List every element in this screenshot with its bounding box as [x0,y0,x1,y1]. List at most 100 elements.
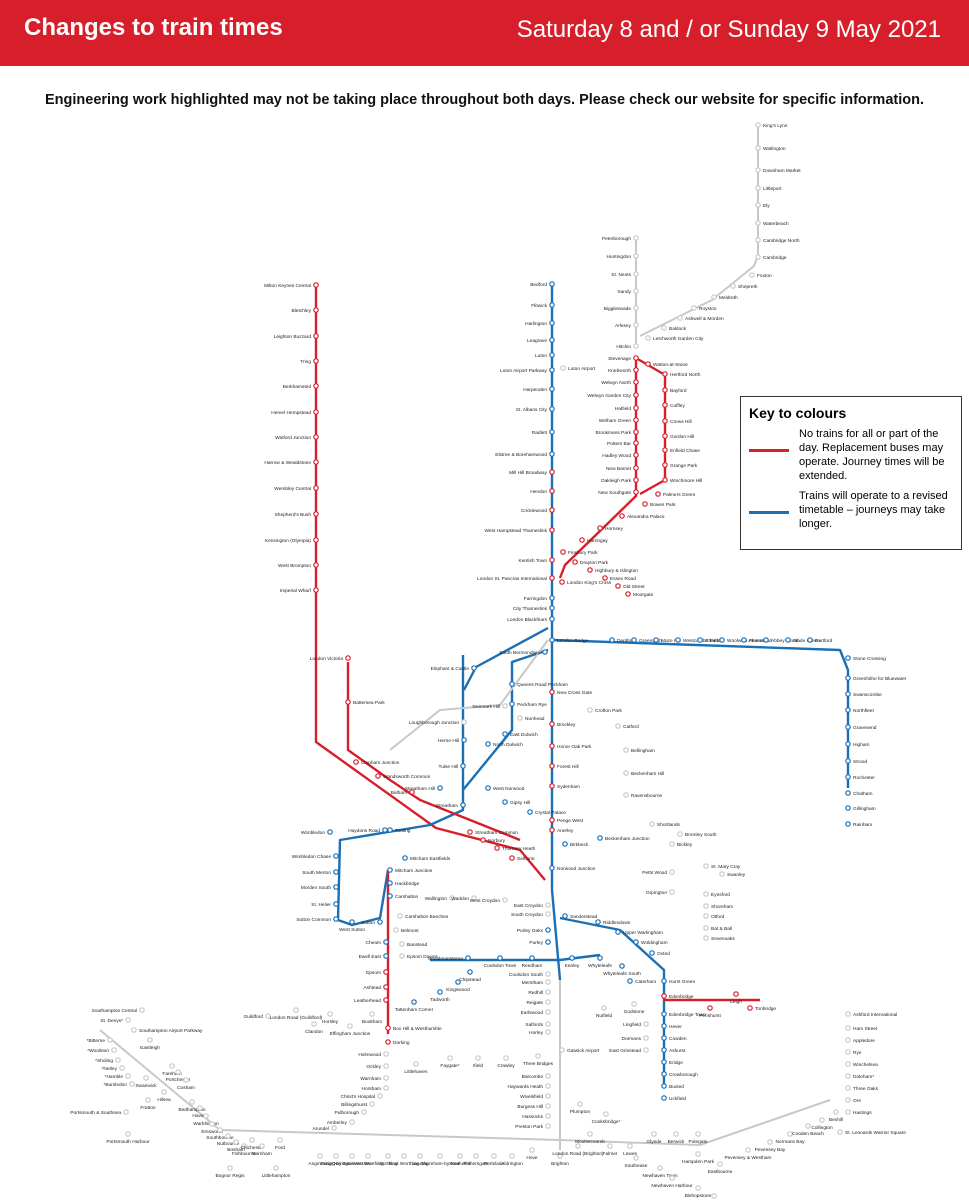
station-label: Waddon [451,896,469,902]
station-marker [755,145,761,151]
station-marker [375,773,381,779]
station-label: Glynde [646,1139,662,1145]
station-label: Gatwick Airport [567,1048,600,1054]
station-label: West Sutton [339,927,365,933]
station-label: Biggleswade [604,306,632,312]
station-label: Aldrington [501,1161,523,1167]
station-marker [661,1059,667,1065]
station-label: Berwick [668,1139,685,1145]
station-label: Shoreham-by-Sea [421,1161,460,1167]
station-marker [529,1147,535,1153]
station-label: Uckfield [669,1096,686,1102]
station-label: Cooksbridge* [592,1119,621,1125]
station-marker [633,253,639,259]
station-label: Morden South [301,885,331,891]
station-label: West Hampstead Thameslink [485,528,548,534]
station-marker [383,1085,389,1091]
station-label: Norwood Junction [557,866,596,872]
station-label: Pevensey Bay [755,1147,786,1153]
station-marker [397,913,403,919]
station-label: Luton [535,353,547,359]
station-label: Bat & Ball [711,926,732,932]
station-label: Hurst Green [669,979,695,985]
station-marker [845,758,851,764]
station-label: Beckenham Hill [631,771,664,777]
station-marker [845,1097,851,1103]
station-marker [730,283,736,289]
station-label: South Bermondsey [499,650,540,656]
station-marker [549,575,555,581]
station-label: Kentish Town [519,558,548,564]
station-label: Arundel [312,1126,329,1132]
station-label: Baldock [669,326,687,332]
station-label: Appledore [853,1038,875,1044]
station-label: Strood [853,759,867,765]
station-label: Hertford North [670,372,701,378]
station-marker [497,955,503,961]
station-label: Ely [763,203,770,209]
station-marker [661,1083,667,1089]
station-label: Finsbury Park [568,550,598,556]
station-marker [633,235,639,241]
station-marker [313,511,319,517]
station-label: Epsom [366,970,381,976]
station-label: Horsley [322,1019,339,1025]
station-label: *Sholing [95,1058,113,1064]
station-marker [387,827,393,833]
station-marker [502,703,508,709]
station-marker [549,320,555,326]
station-marker [755,220,761,226]
station-label: Luton Airport [568,366,596,372]
station-marker [471,895,477,901]
station-marker [845,1085,851,1091]
station-label: Billingshurst [341,1102,368,1108]
station-label: Fishersgate [463,1161,488,1167]
station-marker [449,895,455,901]
station-marker [502,799,508,805]
station-label: Foxton [757,273,772,279]
station-marker [845,774,851,780]
station-label: Newhaven Harbour [651,1183,693,1189]
station-label: Bellingham [631,748,655,754]
station-marker [597,525,603,531]
station-marker [633,477,639,483]
station-label: Fareham [162,1071,181,1077]
station-marker [189,1099,195,1105]
station-marker [587,1131,593,1137]
station-label: Littlehaven [404,1069,428,1075]
station-label: Chatham [853,791,872,797]
station-label: Salfords [525,1022,543,1028]
station-marker [785,637,791,643]
station-marker [383,1075,389,1081]
station-label: Buxted [669,1084,684,1090]
station-label: Angmering [308,1161,332,1167]
station-label: Eastbourne [708,1169,733,1175]
station-label: *Hamble [105,1074,124,1080]
station-label: Ashford International [853,1012,897,1018]
station-marker [365,1153,371,1159]
station-label: Loughborough Junction [409,720,459,726]
station-label: Wallington [425,896,448,902]
station-marker [673,1131,679,1137]
station-label: Balham [391,790,407,796]
station-marker [209,1121,215,1127]
station-marker [549,637,555,643]
station-label: Cosham [177,1085,195,1091]
line-north-kent-line [551,638,850,788]
station-marker [662,477,668,483]
station-label: Plumpton [570,1109,591,1115]
station-marker [409,789,415,795]
station-label: Haywards Heath [508,1084,544,1090]
station-marker [633,465,639,471]
station-marker [549,367,555,373]
station-label: Polegate [689,1139,708,1145]
station-label: Streatham Common [475,830,518,836]
station-label: Holmwood [358,1052,381,1058]
station-label: Birkbeck [570,842,589,848]
station-label: Meldreth [719,295,738,301]
station-marker [545,1029,551,1035]
station-label: Ashwell & Morden [685,316,724,322]
station-marker [845,1011,851,1017]
station-marker [645,361,651,367]
station-marker [633,322,639,328]
